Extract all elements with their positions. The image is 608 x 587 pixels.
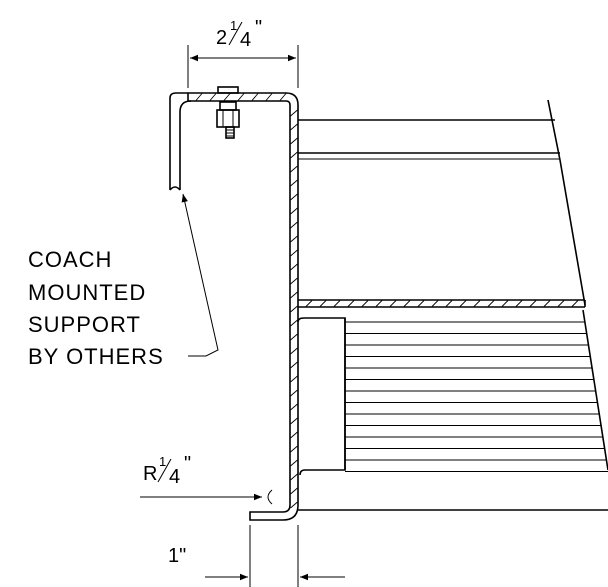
hatch-line [290, 487, 298, 495]
hatch-line [290, 361, 298, 369]
hatch-line [290, 179, 298, 187]
upper-panel [298, 99, 586, 306]
hatch-line [290, 221, 298, 229]
hatch-line [290, 263, 298, 271]
hatch-line [290, 277, 298, 285]
dim-radius-numerator: 1 [159, 454, 166, 469]
hatch-line [501, 300, 509, 307]
z-bracket [187, 92, 299, 521]
dim-top-unit: " [255, 17, 262, 39]
coach-mounted-support [169, 92, 192, 191]
callout-line-4: BY OTHERS [28, 344, 164, 369]
hatch-line [543, 300, 551, 307]
dim-bottom-label: 1" [168, 545, 186, 567]
hatch-line [557, 300, 565, 307]
hatch-line [290, 375, 298, 383]
hatch-line [290, 347, 298, 355]
hatch-line [290, 501, 298, 509]
hatch-line [290, 207, 298, 215]
hatch-line [290, 109, 298, 117]
dimension-radius: R 1 4 " [140, 453, 273, 505]
hatch-line [290, 417, 298, 425]
floor-plate [298, 299, 586, 308]
hatch-line [290, 137, 298, 145]
dim-top-whole: 2 [216, 27, 227, 49]
callout-line-3: SUPPORT [28, 312, 141, 337]
hatch-line [237, 93, 245, 101]
dim-radius-unit: " [184, 453, 191, 475]
hatch-line [319, 300, 327, 307]
hatch-line [290, 431, 298, 439]
hatch-line [515, 300, 523, 307]
hatch-line [445, 300, 453, 307]
hatch-line [290, 193, 298, 201]
dim-top-denominator: 4 [240, 29, 251, 51]
inner-step [297, 317, 346, 476]
dimension-top-width: 2 1 4 " [187, 17, 299, 88]
hatch-line [459, 300, 467, 307]
hatch-line [251, 93, 259, 101]
hatch-line [290, 473, 298, 481]
hatch-line [290, 389, 298, 397]
hatch-line [290, 235, 298, 243]
hatch-line [290, 123, 298, 131]
hatch-line [431, 300, 439, 307]
hatch-line [375, 300, 383, 307]
dim-top-numerator: 1 [230, 18, 237, 33]
hatch-line [389, 300, 397, 307]
hatch-line [265, 93, 273, 101]
hatch-line [279, 93, 287, 101]
hatch-line [290, 459, 298, 467]
lower-right-edge [298, 309, 608, 511]
bracket-hatching [195, 93, 298, 509]
hatch-line [417, 300, 425, 307]
hatch-line [347, 300, 355, 307]
hatch-line [305, 300, 313, 307]
dimension-bottom-width: 1" [168, 525, 345, 587]
hatch-line [403, 300, 411, 307]
hatch-line [571, 300, 579, 307]
hatch-line [290, 403, 298, 411]
hatch-line [290, 333, 298, 341]
hatch-line [209, 93, 217, 101]
hatch-line [473, 300, 481, 307]
dim-radius-denominator: 4 [169, 466, 180, 488]
hatch-line [290, 305, 298, 313]
callout-note: COACH MOUNTED SUPPORT BY OTHERS [28, 193, 219, 369]
hatch-line [195, 93, 203, 101]
hatch-line [333, 300, 341, 307]
hatch-line [290, 249, 298, 257]
hatch-line [290, 165, 298, 173]
bolt-and-nut [216, 86, 240, 139]
hatch-line [290, 151, 298, 159]
hatch-line [223, 93, 231, 101]
hatch-line [487, 300, 495, 307]
dim-radius-prefix: R [143, 463, 157, 485]
hatch-line [361, 300, 369, 307]
hatch-line [290, 291, 298, 299]
hatch-line [529, 300, 537, 307]
hatch-line [290, 319, 298, 327]
callout-line-1: COACH [28, 247, 112, 272]
ribbed-lower-area [345, 321, 608, 472]
hatch-line [290, 445, 298, 453]
callout-line-2: MOUNTED [28, 280, 146, 305]
